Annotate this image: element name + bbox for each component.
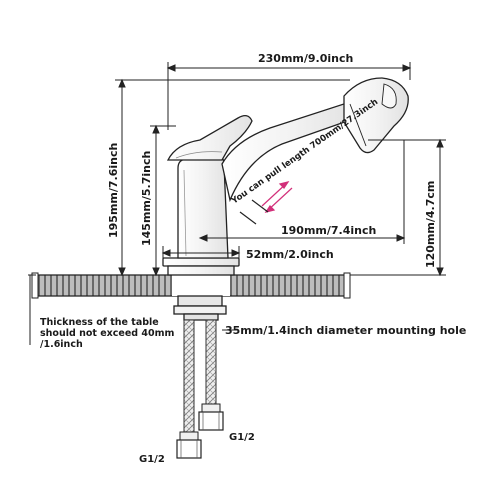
spout-height-label: 120mm/4.7cm (424, 181, 437, 268)
dimension-lines (28, 62, 446, 345)
table-thickness-line-2: should not exceed 40mm (40, 328, 175, 339)
reach-label: 190mm/7.4inch (281, 224, 376, 237)
body-height-label: 145mm/5.7inch (140, 151, 153, 246)
countertop (31, 272, 351, 299)
total-width-label: 230mm/9.0inch (258, 52, 353, 65)
supply-hoses (176, 319, 224, 459)
total-height-label: 195mm/7.6inch (107, 143, 120, 238)
faucet-body (162, 77, 409, 321)
connector-right-label: G1/2 (229, 432, 255, 443)
table-thickness-line-1: Thickness of the table (40, 317, 159, 328)
base-diameter-label: 52mm/2.0inch (246, 248, 334, 261)
connector-left-label: G1/2 (139, 454, 165, 465)
table-thickness-line-3: /1.6inch (40, 339, 83, 350)
mounting-hole-label: 35mm/1.4inch diameter mounting hole (225, 324, 466, 337)
pull-arrows (239, 181, 293, 225)
